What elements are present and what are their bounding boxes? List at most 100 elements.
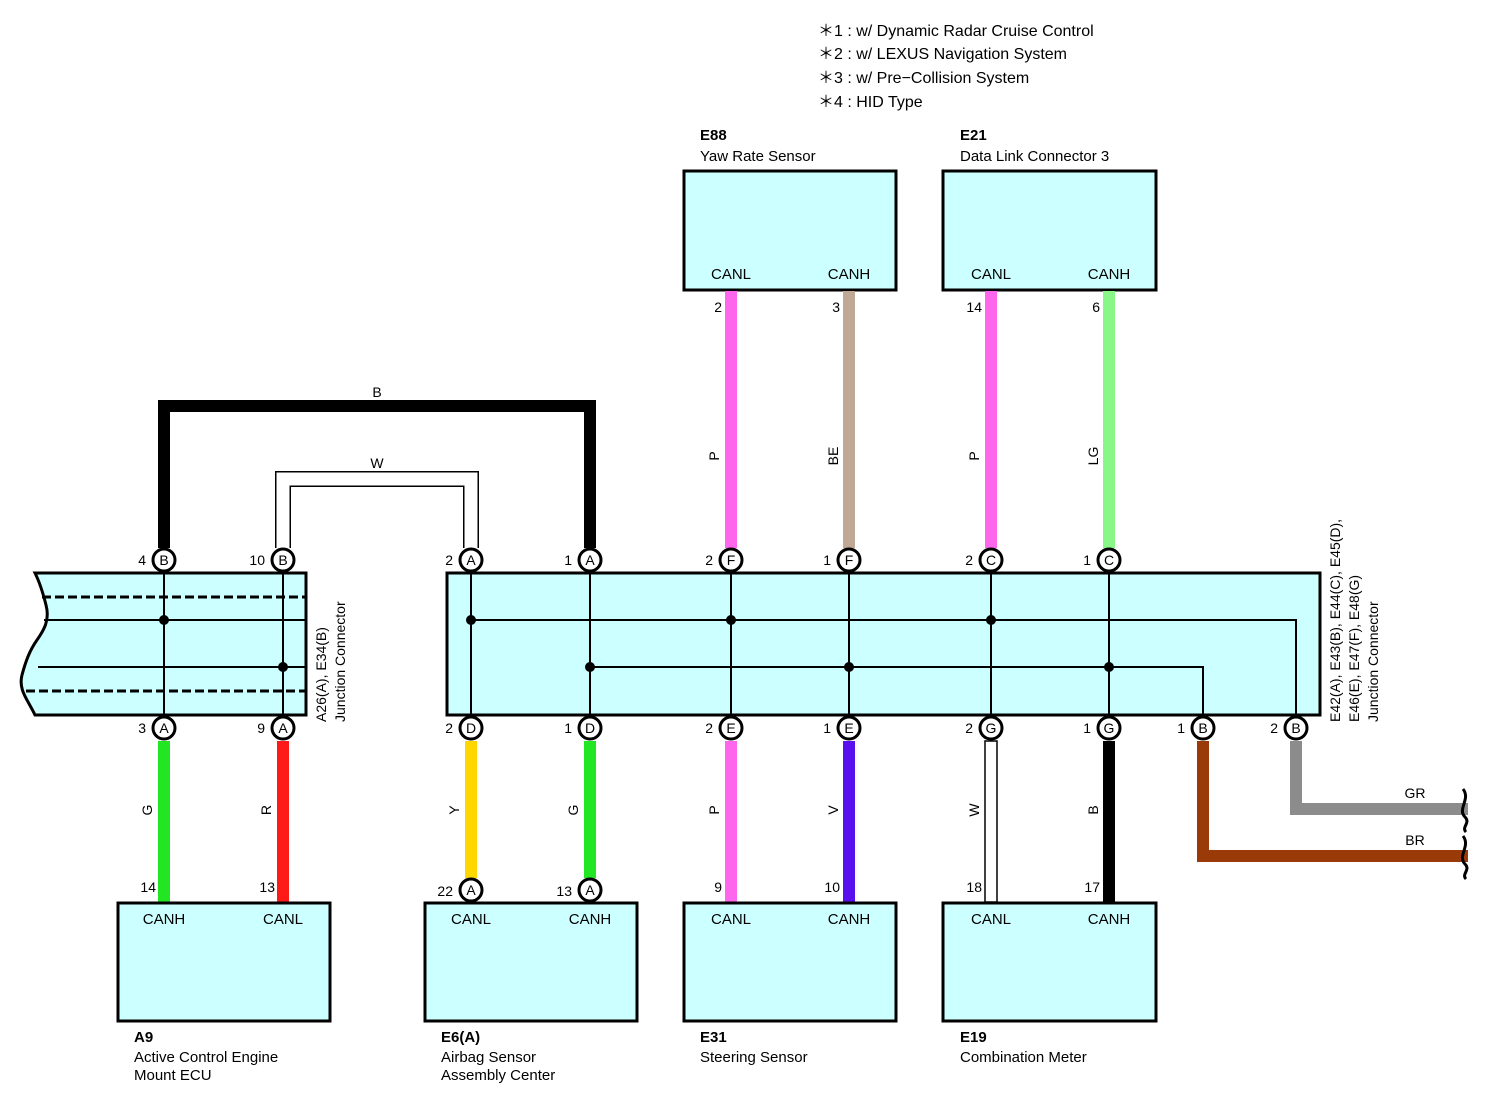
e88-code: E88	[700, 127, 727, 144]
pin-e19-17: 17	[1084, 879, 1100, 895]
wire-label-e6-canl: Y	[446, 805, 462, 815]
e6-name-2: Assembly Center	[441, 1067, 555, 1084]
jpin-letter-2d: D	[466, 720, 476, 736]
wire-gr-branch	[1290, 741, 1468, 815]
e6-canl: CANL	[451, 911, 491, 928]
e31-name: Steering Sensor	[700, 1049, 808, 1066]
wire-label-e88-canh: BE	[825, 447, 841, 466]
jpin-letter-9a: A	[278, 720, 288, 736]
right-junction-connector	[445, 571, 1322, 717]
e19-name: Combination Meter	[960, 1049, 1087, 1066]
pin-e6-22: 22	[437, 883, 453, 899]
wire-br-branch	[1197, 741, 1468, 862]
left-junction-label-2: Junction Connector	[332, 601, 348, 722]
right-verticals	[470, 573, 1110, 715]
wire-e19-canl	[984, 740, 998, 903]
top-wires	[725, 291, 1115, 548]
pin-e6-13: 13	[556, 883, 572, 899]
jpin-letter-4b: B	[159, 552, 168, 568]
jpin-num-3a: 3	[138, 720, 146, 736]
e6-name-1: Airbag Sensor	[441, 1049, 536, 1066]
junction-pins-top: B 4 B 10 A 2 A 1 F 2 F 1 C 2 C 1	[138, 547, 1122, 573]
wire-color-labels: P BE P LG G R Y G P V W B	[139, 447, 1101, 817]
yaw-rate-sensor-box	[682, 169, 898, 292]
a9-canl: CANL	[263, 911, 303, 928]
pin-e88-3: 3	[832, 299, 840, 315]
wire-label-e31-canl: P	[706, 805, 722, 814]
jpin-letter-1d: D	[585, 720, 595, 736]
pin-e31-9: 9	[714, 879, 722, 895]
jpin-num-1g: 1	[1083, 720, 1091, 736]
jpin-num-1e: 1	[823, 720, 831, 736]
pin-e21-14: 14	[966, 299, 982, 315]
wire-label-e31-canh: V	[825, 805, 841, 815]
left-junction-label: A26(A), E34(B) Junction Connector	[313, 601, 348, 722]
right-junction-label-1: E42(A), E43(B), E44(C), E45(D),	[1327, 519, 1343, 722]
active-control-engine-mount-ecu-box	[116, 901, 332, 1023]
e19-code: E19	[960, 1029, 987, 1046]
jpin-letter-3a: A	[159, 720, 169, 736]
a9-name-2: Mount ECU	[134, 1067, 212, 1084]
pin-e31-10: 10	[824, 879, 840, 895]
wire-label-e88-canl: P	[706, 451, 722, 460]
jpin-letter-1e: E	[844, 720, 853, 736]
jpin-letter-1f: F	[845, 552, 854, 568]
jpin-letter-2c: C	[986, 552, 996, 568]
note-2: ＊2 : w/ LEXUS Navigation System	[818, 46, 1067, 63]
a9-name-1: Active Control Engine	[134, 1049, 278, 1066]
e21-canl: CANL	[971, 266, 1011, 283]
jpin-num-10b: 10	[249, 552, 265, 568]
jpin-num-1c: 1	[1083, 552, 1091, 568]
pin-e88-2: 2	[714, 299, 722, 315]
wire-label-w-link: W	[370, 455, 384, 471]
steering-sensor-box	[682, 901, 898, 1023]
right-junction-label-3: Junction Connector	[1365, 601, 1381, 722]
e19-canl: CANL	[971, 911, 1011, 928]
left-junction-label-1: A26(A), E34(B)	[313, 627, 329, 722]
e31-canl: CANL	[711, 911, 751, 928]
pin-e19-18: 18	[966, 879, 982, 895]
jpin-letter-2f: F	[727, 552, 736, 568]
wire-label-e21-canh: LG	[1085, 447, 1101, 466]
wire-label-br: BR	[1405, 832, 1424, 848]
e6-pin-13-letter: A	[585, 882, 595, 898]
wire-label-b-link: B	[372, 384, 381, 400]
jpin-num-1a: 1	[564, 552, 572, 568]
airbag-sensor-assembly-box	[423, 901, 639, 1023]
jpin-num-2b: 2	[1270, 720, 1278, 736]
jpin-letter-2a: A	[466, 552, 476, 568]
combination-meter-box	[941, 901, 1158, 1023]
e19-canh: CANH	[1088, 911, 1131, 928]
wire-label-e19-canh: B	[1085, 805, 1101, 814]
pin-a9-14: 14	[140, 879, 156, 895]
e21-code: E21	[960, 127, 987, 144]
right-bus-2	[590, 666, 1204, 715]
e88-canl: CANL	[711, 266, 751, 283]
jpin-num-2g: 2	[965, 720, 973, 736]
jpin-num-1b: 1	[1177, 720, 1185, 736]
e6-pin-22-letter: A	[466, 882, 476, 898]
note-4: ＊4 : HID Type	[818, 94, 923, 111]
wire-br-break-mark	[1460, 835, 1469, 881]
wire-white-link	[275, 471, 479, 548]
e6-pin-circles: A A	[458, 877, 603, 903]
notes: ＊1 : w/ Dynamic Radar Cruise Control ＊2 …	[818, 23, 1094, 111]
wire-label-a9-canl: R	[258, 805, 274, 815]
e6-canh: CANH	[569, 911, 612, 928]
note-1: ＊1 : w/ Dynamic Radar Cruise Control	[818, 23, 1094, 40]
e31-code: E31	[700, 1029, 727, 1046]
pin-e21-6: 6	[1092, 299, 1100, 315]
jpin-letter-1b: B	[1198, 720, 1207, 736]
wire-label-e21-canl: P	[966, 451, 982, 460]
wire-gr-break-mark	[1460, 788, 1469, 834]
jpin-letter-1c: C	[1104, 552, 1114, 568]
wire-label-e6-canh: G	[565, 805, 581, 816]
a9-canh: CANH	[143, 911, 186, 928]
wire-label-e19-canl: W	[966, 803, 982, 817]
jpin-num-2f: 2	[705, 552, 713, 568]
note-3: ＊3 : w/ Pre−Collision System	[818, 70, 1029, 87]
jpin-num-1d: 1	[564, 720, 572, 736]
jpin-num-4b: 4	[138, 552, 146, 568]
wire-label-gr: GR	[1405, 785, 1426, 801]
